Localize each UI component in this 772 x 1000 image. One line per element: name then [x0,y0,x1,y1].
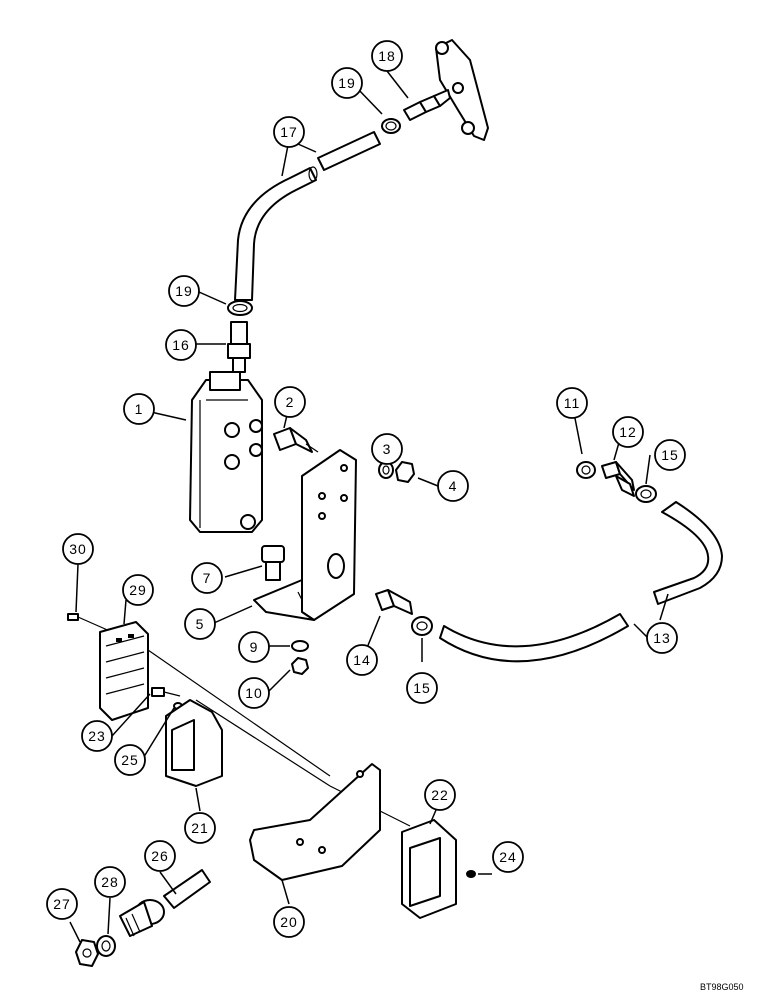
callout-18-label: 18 [378,48,396,64]
callout-9: 9 [238,631,270,663]
part-2-fitting [273,427,319,453]
part-15-clamp-lower [411,616,433,636]
callout-15-lower: 15 [406,672,438,704]
callout-27: 27 [46,888,78,920]
callout-30: 30 [62,533,94,565]
callout-5: 5 [184,608,216,640]
callout-21-label: 21 [191,820,209,836]
part-11-washer [576,461,596,479]
callout-10-label: 10 [245,685,263,701]
callout-16: 16 [165,329,197,361]
callout-16-label: 16 [172,337,190,353]
part-17-hose [234,131,381,301]
callout-9-label: 9 [250,639,259,655]
callout-2-label: 2 [286,394,295,410]
callout-11: 11 [556,387,588,419]
callout-15-right-label: 15 [661,447,679,463]
callout-28: 28 [94,866,126,898]
callout-17: 17 [273,116,305,148]
callout-26-label: 26 [151,848,169,864]
part-15-clamp-right [635,485,657,503]
part-28-washer [96,935,116,957]
callout-14: 14 [346,644,378,676]
callout-17-label: 17 [280,124,298,140]
part-24-screw [466,870,476,878]
callout-4-label: 4 [449,478,458,494]
callout-18: 18 [371,40,403,72]
part-19-clamp-top [381,118,401,134]
callout-15-right: 15 [654,439,686,471]
callout-21: 21 [184,812,216,844]
callout-12-label: 12 [619,424,637,440]
callout-22-label: 22 [431,787,449,803]
callout-24: 24 [492,841,524,873]
part-13-hose [439,501,723,663]
callout-27-label: 27 [53,896,71,912]
callout-19-top-label: 19 [338,75,356,91]
part-19-clamp-lower [227,300,253,316]
callout-29: 29 [122,574,154,606]
callout-14-label: 14 [353,652,371,668]
part-29-terminal-block [99,621,149,721]
part-20-plate [249,763,381,881]
callout-7-label: 7 [203,570,212,586]
part-18-fitting [403,89,451,121]
callout-20: 20 [273,906,305,938]
callout-22: 22 [424,779,456,811]
callout-25-label: 25 [121,752,139,768]
part-5-bracket [253,449,357,621]
callout-4: 4 [437,470,469,502]
callout-3-label: 3 [383,441,392,457]
callout-30-label: 30 [69,541,87,557]
part-4-nut [395,461,415,483]
part-16-fitting [227,321,251,373]
callout-23-label: 23 [88,728,106,744]
callout-20-label: 20 [280,914,298,930]
callout-2: 2 [274,386,306,418]
callout-1: 1 [123,393,155,425]
callout-15-lower-label: 15 [413,680,431,696]
part-26-plunger [119,869,211,937]
callout-12: 12 [612,416,644,448]
part-21-housing [165,699,223,787]
part-7-bolt [261,545,285,581]
part-9-washer [291,640,309,652]
callout-10: 10 [238,677,270,709]
callout-29-label: 29 [129,582,147,598]
callout-5-label: 5 [196,616,205,632]
mounting-plate [435,39,489,141]
part-23-screw [151,687,181,697]
drawing-code: BT98G050 [700,982,744,992]
callout-28-label: 28 [101,874,119,890]
callout-19-lower-label: 19 [175,283,193,299]
part-27-nut [75,939,99,967]
part-10-nut [291,657,309,675]
part-22-housing [401,819,457,919]
part-30-screw [67,613,113,633]
callout-13: 13 [646,622,678,654]
part-12-fitting [601,461,635,497]
callout-26: 26 [144,840,176,872]
callout-23: 23 [81,720,113,752]
callout-13-label: 13 [653,630,671,646]
callout-1-label: 1 [135,401,144,417]
callout-3: 3 [371,433,403,465]
callout-11-label: 11 [564,395,581,411]
callout-7: 7 [191,562,223,594]
callout-19-lower: 19 [168,275,200,307]
callout-19-top: 19 [331,67,363,99]
part-14-fitting [375,589,413,615]
part-1-valve-body [189,371,263,533]
callout-24-label: 24 [499,849,517,865]
callout-25: 25 [114,744,146,776]
